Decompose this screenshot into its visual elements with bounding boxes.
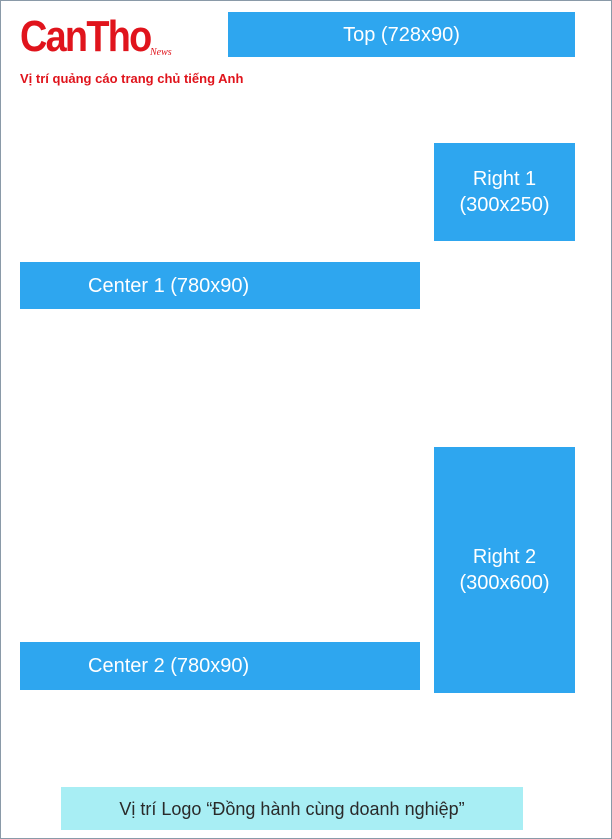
ad-slot-center-2-label: Center 2 (780x90) (88, 655, 250, 677)
ad-slot-center-1-label: Center 1 (780x90) (88, 274, 250, 297)
ad-slot-right-1-size: (300x250) (459, 194, 550, 216)
ad-slot-top-label: Top (728x90) (343, 23, 460, 46)
ad-slot-center-1: Center 1 (780x90) (20, 262, 420, 309)
cantho-news-logo[interactable]: CanTho News (20, 13, 180, 61)
ad-slot-center-2: Center 2 (780x90) (20, 642, 420, 690)
ad-slot-right-2-size: (300x600) (459, 572, 550, 594)
page-title: Vị trí quảng cáo trang chủ tiếng Anh (20, 71, 244, 86)
logo-subtitle: News (150, 47, 172, 58)
ad-slot-partner-logo-label: Vị trí Logo “Đồng hành cùng doanh nghiệp… (119, 798, 465, 819)
ad-slot-right-2: Right 2 (300x600) (434, 447, 575, 693)
ad-slot-right-2-name: Right 2 (472, 546, 537, 568)
ad-slot-partner-logo: Vị trí Logo “Đồng hành cùng doanh nghiệp… (61, 787, 523, 830)
ad-slot-right-1-name: Right 1 (472, 168, 537, 190)
ad-slot-right-1: Right 1 (300x250) (434, 143, 575, 241)
ad-slot-top: Top (728x90) (228, 12, 575, 57)
logo-wordmark: CanTho (20, 12, 152, 61)
